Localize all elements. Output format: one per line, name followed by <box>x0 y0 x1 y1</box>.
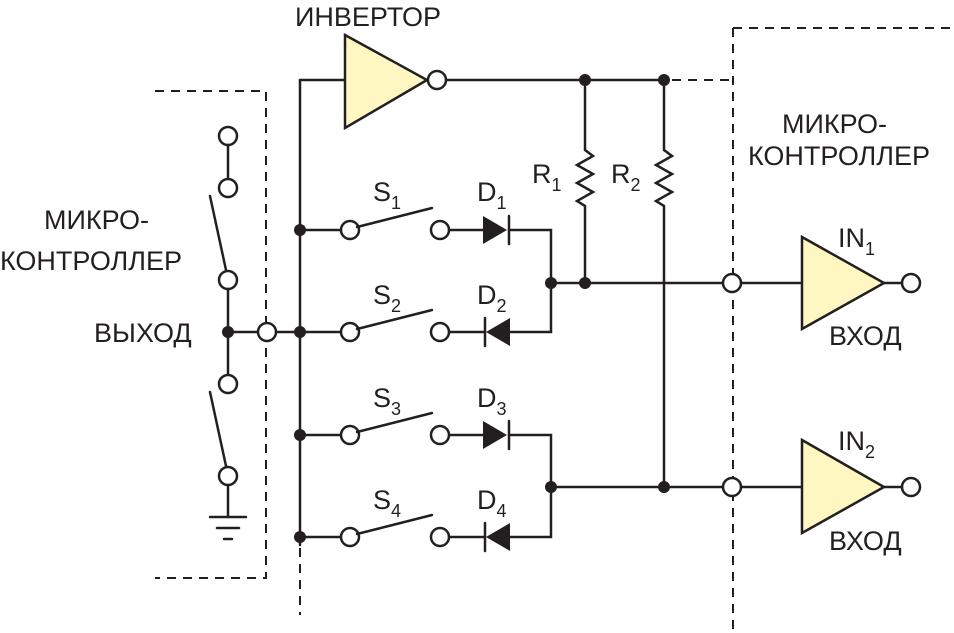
d3-designator: D3 <box>477 383 507 419</box>
inverter-bubble <box>426 69 448 91</box>
d4-designator: D4 <box>477 485 507 521</box>
net-in2 <box>549 437 922 536</box>
r1-designator: R1 <box>532 159 562 195</box>
output-stage <box>208 125 302 541</box>
ground-icon <box>208 515 248 541</box>
in1-designator: IN1 <box>838 223 875 259</box>
d2-designator: D2 <box>477 280 507 316</box>
inverter <box>298 32 666 131</box>
s1-designator: S1 <box>373 177 401 213</box>
right-mcu-boundary <box>672 27 954 633</box>
input-1-label: ВХОД <box>829 321 902 351</box>
r2-designator: R2 <box>611 159 641 195</box>
input-2-label: ВХОД <box>829 526 902 556</box>
s3-designator: S3 <box>373 383 401 419</box>
junctions <box>294 74 670 543</box>
output-label: ВЫХОД <box>94 318 192 348</box>
inverter-triangle <box>343 32 430 131</box>
inverter-label: ИНВЕРТОР <box>295 2 441 32</box>
right-mcu-label-2: КОНТРОЛЛЕР <box>748 141 930 171</box>
row-s1-d1 <box>298 206 553 285</box>
right-mcu-label-1: МИКРО- <box>782 109 887 139</box>
in2-designator: IN2 <box>838 426 875 462</box>
d1-designator: D1 <box>477 177 507 213</box>
row-s3-d3 <box>298 411 553 489</box>
row-s2-d2 <box>298 281 553 348</box>
resistor-r2 <box>653 78 675 489</box>
resistor-r1 <box>574 78 596 285</box>
left-mcu-label-2: КОНТРОЛЛЕР <box>0 246 182 276</box>
left-mcu-label-1: МИКРО- <box>44 205 149 235</box>
row-s4-d4 <box>298 485 553 553</box>
s2-designator: S2 <box>373 280 401 316</box>
s4-designator: S4 <box>373 485 401 521</box>
